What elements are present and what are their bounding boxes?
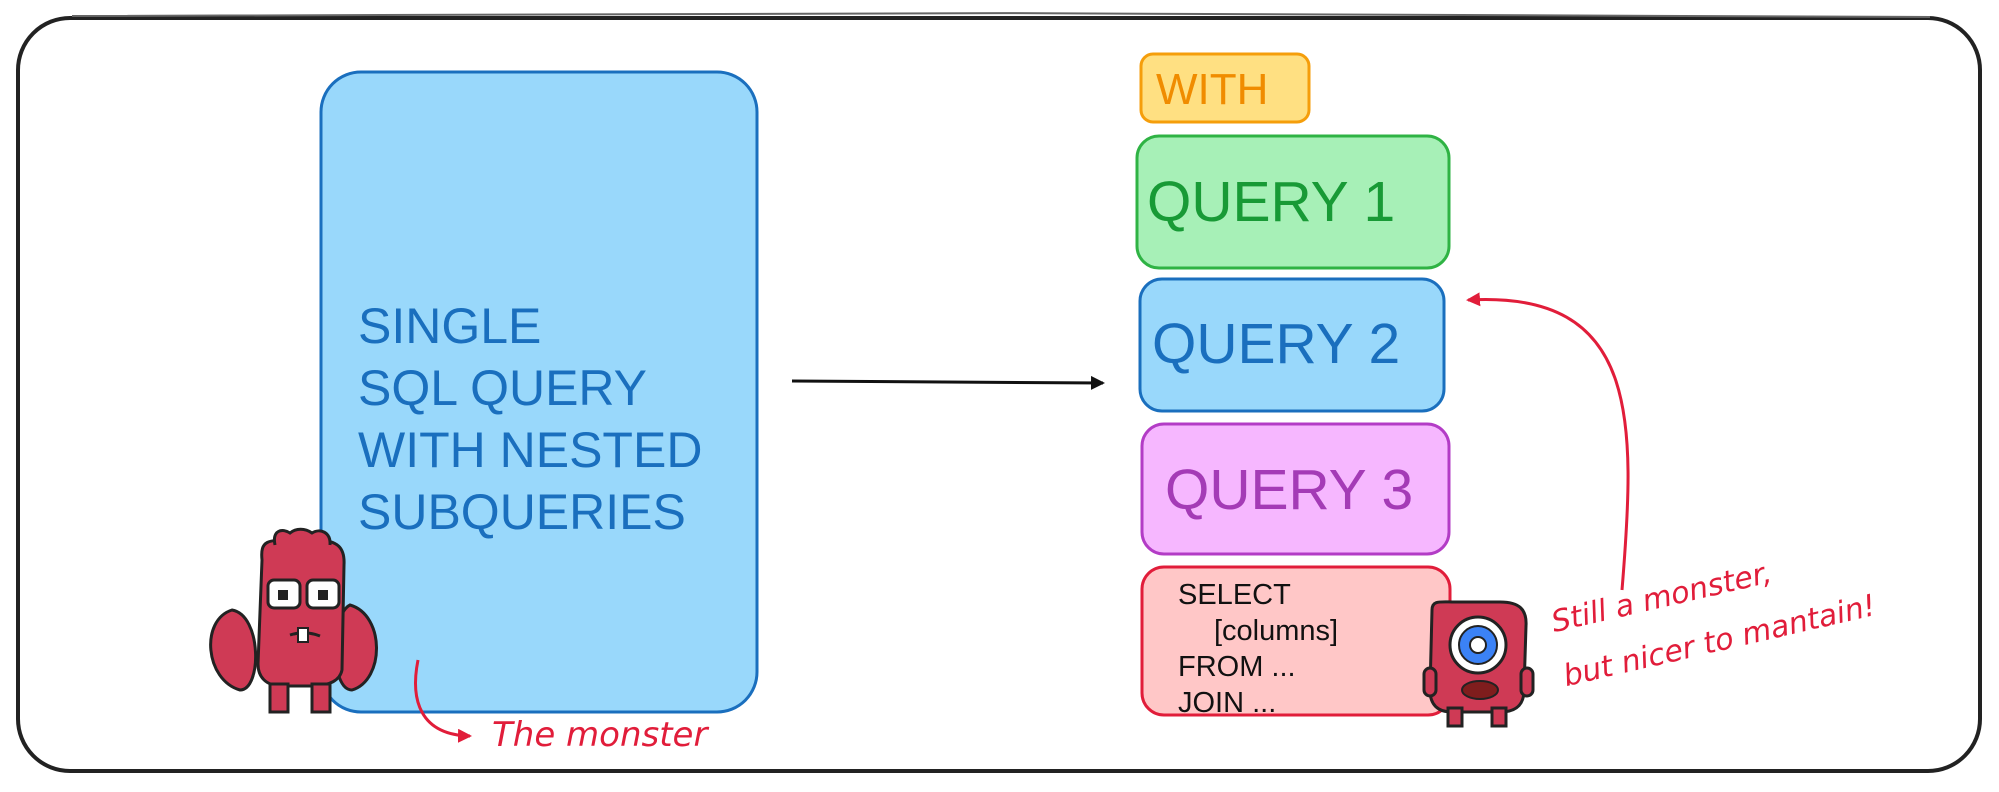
select-line-3: FROM ... bbox=[1178, 651, 1296, 683]
select-line-4: JOIN ... bbox=[1178, 687, 1277, 719]
with-box bbox=[1139, 52, 1311, 124]
transform-arrow bbox=[791, 375, 1105, 390]
query1-box bbox=[1135, 134, 1451, 270]
monster-annotation: The monster bbox=[492, 715, 708, 755]
query3-box bbox=[1140, 422, 1451, 556]
select-line-2: [columns] bbox=[1214, 615, 1339, 647]
monster-right-icon bbox=[1422, 600, 1535, 728]
nicer-annotation-arrow bbox=[1466, 292, 1630, 591]
query1-label: QUERY 1 bbox=[1147, 170, 1396, 234]
outer-frame-sketch-line bbox=[71, 12, 1931, 18]
single-query-line-3: WITH NESTED bbox=[358, 422, 703, 478]
monster-annotation-arrow bbox=[414, 659, 472, 743]
single-query-line-4: SUBQUERIES bbox=[358, 484, 686, 540]
single-query-box bbox=[319, 70, 759, 714]
with-label: WITH bbox=[1156, 65, 1269, 114]
monster-left-icon bbox=[209, 527, 378, 714]
query2-box bbox=[1138, 277, 1446, 413]
query2-label: QUERY 2 bbox=[1152, 312, 1401, 376]
single-query-line-2: SQL QUERY bbox=[358, 360, 647, 416]
select-line-1: SELECT bbox=[1178, 579, 1291, 611]
single-query-line-1: SINGLE bbox=[358, 298, 542, 354]
query3-label: QUERY 3 bbox=[1165, 458, 1414, 522]
